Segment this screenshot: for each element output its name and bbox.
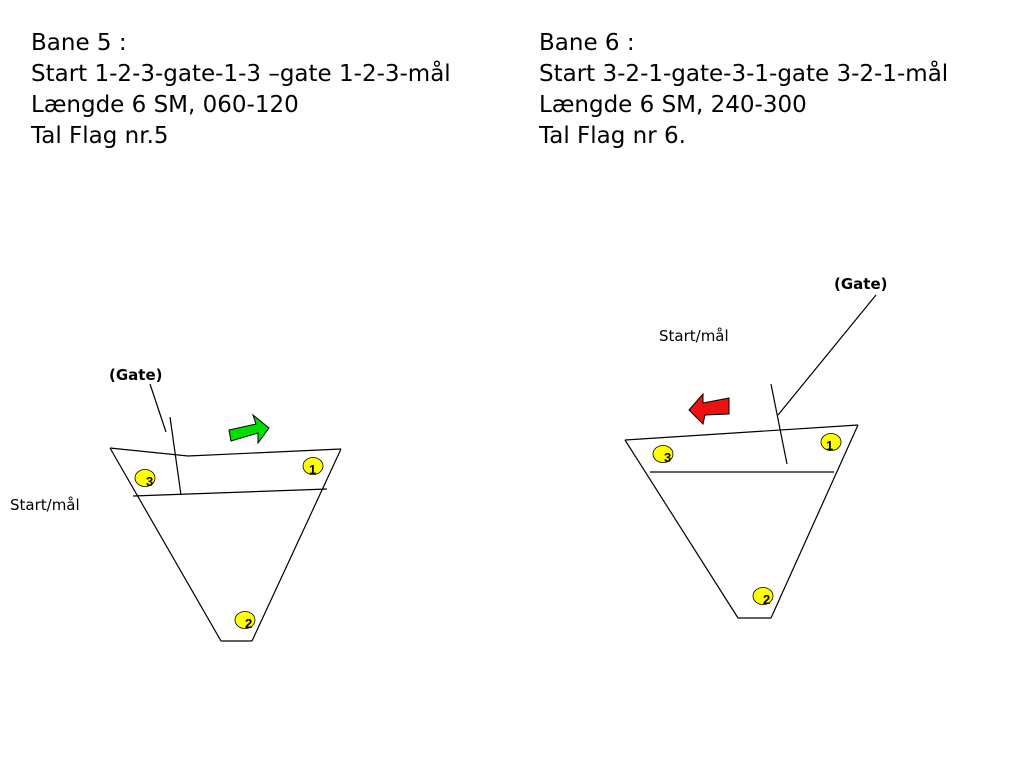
course-5-buoy-2-label: 2	[245, 616, 252, 631]
course-5-buoy-2	[234, 611, 256, 629]
course-6-buoy-3	[652, 445, 674, 463]
course-5-top-edge-left	[109, 447, 189, 457]
course-6-diagram: 3 1 2 (Gate) Start/mål	[624, 275, 888, 619]
course-6-gate-line	[770, 383, 788, 465]
course-5-buoy-3	[134, 469, 156, 487]
course-5-title: Bane 5 :	[31, 30, 127, 56]
course-5-gate-line	[169, 416, 182, 496]
course-5-start-label: Start/mål	[10, 496, 80, 514]
course-5-top-edge-right	[187, 448, 342, 457]
course-6-buoy-1-label: 1	[826, 438, 833, 453]
course-5-buoy-3-label: 3	[146, 474, 153, 489]
course-6-gate-label: (Gate)	[834, 275, 888, 293]
course-6-top-edge	[624, 424, 859, 441]
course-5-description: Bane 5 : Start 1-2-3-gate-1-3 –gate 1-2-…	[31, 28, 451, 152]
course-6-flag: Tal Flag nr 6.	[539, 123, 686, 149]
course-5-buoy-1-label: 1	[309, 462, 316, 477]
course-5-gate-leader	[149, 383, 167, 433]
course-5-left-side	[109, 447, 222, 642]
course-5-flag: Tal Flag nr.5	[31, 123, 169, 149]
course-6-description: Bane 6 : Start 3-2-1-gate-3-1-gate 3-2-1…	[539, 28, 948, 152]
course-6-direction-arrow-icon	[688, 392, 730, 425]
course-5-route: Start 1-2-3-gate-1-3 –gate 1-2-3-mål	[31, 61, 451, 87]
course-5-direction-arrow-icon	[228, 413, 270, 445]
course-5-start-line	[132, 488, 328, 497]
course-6-buoy-1	[820, 433, 842, 451]
course-6-right-side	[770, 424, 859, 619]
course-5-diagram: 3 1 2 (Gate) Start/mål	[10, 366, 342, 642]
course-5-buoy-1	[302, 457, 324, 475]
course-6-left-side	[624, 439, 739, 619]
course-6-gate-leader	[777, 294, 877, 416]
course-6-buoy-2-label: 2	[763, 592, 770, 607]
course-5-length: Længde 6 SM, 060-120	[31, 92, 299, 118]
course-5-gate-label: (Gate)	[109, 366, 163, 384]
course-6-route: Start 3-2-1-gate-3-1-gate 3-2-1-mål	[539, 61, 949, 87]
course-6-buoy-2	[752, 587, 774, 605]
course-6-start-label: Start/mål	[659, 327, 729, 345]
course-6-buoy-3-label: 3	[664, 450, 671, 465]
course-6-length: Længde 6 SM, 240-300	[539, 92, 807, 118]
course-6-title: Bane 6 :	[539, 30, 635, 56]
course-5-right-side	[251, 448, 342, 642]
